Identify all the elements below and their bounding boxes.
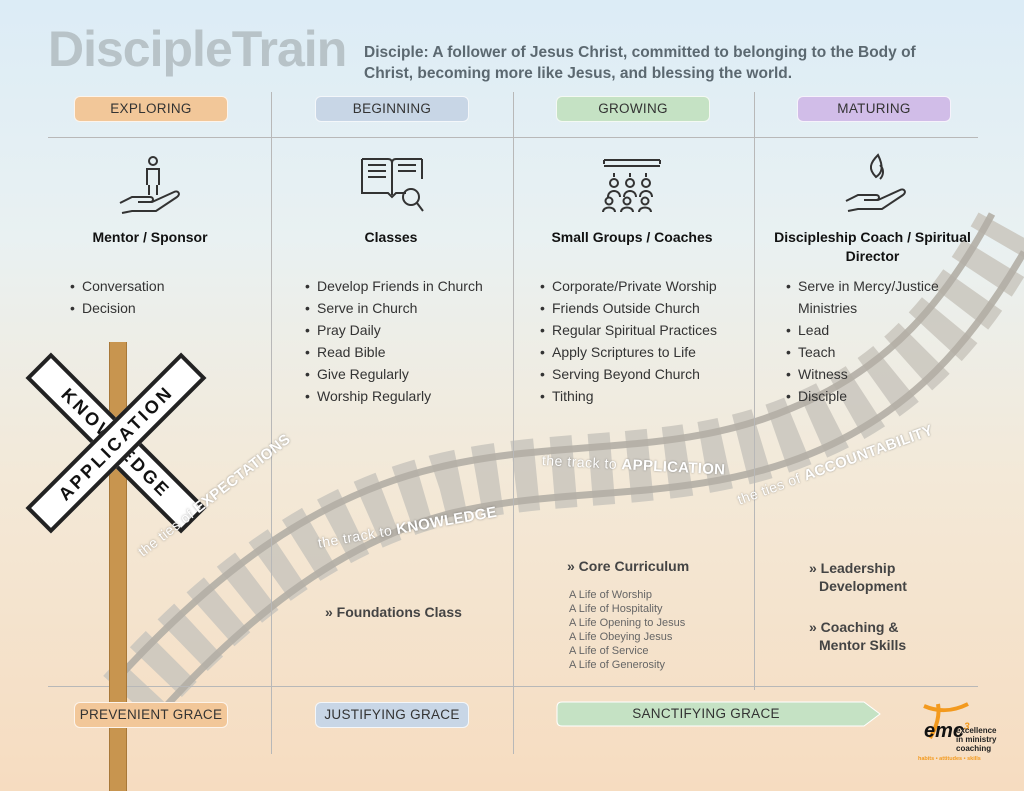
disciple-definition: Disciple: A follower of Jesus Christ, co… bbox=[364, 44, 916, 82]
stage-pill-maturing: MATURING bbox=[797, 96, 951, 122]
logo-tagline: habits • attitudes • skills bbox=[918, 756, 981, 762]
practices-list-beginning: Develop Friends in Church Serve in Churc… bbox=[305, 275, 510, 407]
role-title-exploring: Mentor / Sponsor bbox=[92, 229, 208, 245]
practices-list-maturing: Serve in Mercy/Justice Ministries Lead T… bbox=[786, 275, 966, 407]
list-item: Serving Beyond Church bbox=[540, 363, 750, 385]
role-title-maturing: Discipleship Coach / Spiritual Director bbox=[774, 229, 971, 264]
list-item: A Life of Generosity bbox=[569, 659, 665, 671]
list-item: Apply Scriptures to Life bbox=[540, 341, 750, 363]
list-item: A Life of Service bbox=[569, 645, 649, 657]
hand-flame-icon bbox=[844, 151, 908, 213]
stage-pill-growing: GROWING bbox=[556, 96, 710, 122]
practices-list-exploring: Conversation Decision bbox=[70, 275, 260, 319]
list-item: Regular Spiritual Practices bbox=[540, 319, 750, 341]
list-item: Tithing bbox=[540, 385, 750, 407]
list-item: Disciple bbox=[786, 385, 966, 407]
list-item: A Life of Hospitality bbox=[569, 603, 663, 615]
list-item: Read Bible bbox=[305, 341, 510, 363]
book-magnifier-icon bbox=[359, 153, 425, 217]
practices-list-growing: Corporate/Private Worship Friends Outsid… bbox=[540, 275, 750, 407]
core-curriculum-list: A Life of Worship A Life of Hospitality … bbox=[569, 588, 685, 672]
role-title-growing: Small Groups / Coaches bbox=[551, 229, 713, 245]
list-item: A Life of Worship bbox=[569, 589, 652, 601]
list-item: Worship Regularly bbox=[305, 385, 510, 407]
leadership-development: » Leadership Development bbox=[809, 560, 907, 594]
column-divider bbox=[271, 92, 272, 754]
list-item: A Life Obeying Jesus bbox=[569, 631, 673, 643]
list-item: Witness bbox=[786, 363, 966, 385]
list-item: Serve in Church bbox=[305, 297, 510, 319]
list-item: Give Regularly bbox=[305, 363, 510, 385]
list-item: Corporate/Private Worship bbox=[540, 275, 750, 297]
group-people-icon bbox=[600, 157, 664, 213]
column-divider bbox=[513, 92, 514, 754]
grace-arrow-sanctifying: SANCTIFYING GRACE bbox=[556, 701, 882, 727]
column-divider bbox=[754, 92, 755, 690]
emc-logo: emc3 excellence in ministry coaching hab… bbox=[918, 702, 1018, 772]
list-item: Lead bbox=[786, 319, 966, 341]
list-item: Serve in Mercy/Justice Ministries bbox=[786, 275, 966, 319]
list-item: Develop Friends in Church bbox=[305, 275, 510, 297]
logo-mark: emc3 bbox=[924, 720, 970, 742]
stage-pill-beginning: BEGINNING bbox=[315, 96, 469, 122]
logo-wordmark: excellence in ministry coaching bbox=[956, 726, 997, 753]
header-divider-line bbox=[48, 137, 978, 138]
coaching-mentor-skills: » Coaching & Mentor Skills bbox=[809, 619, 907, 653]
grace-pill-prevenient: PREVENIENT GRACE bbox=[74, 702, 228, 728]
brand-title: DiscipleTrain bbox=[48, 21, 347, 77]
hand-person-icon bbox=[118, 155, 184, 215]
footer-divider-line bbox=[48, 686, 978, 687]
list-item: Teach bbox=[786, 341, 966, 363]
list-item: Decision bbox=[70, 297, 260, 319]
grace-pill-justifying: JUSTIFYING GRACE bbox=[315, 702, 469, 728]
list-item: Friends Outside Church bbox=[540, 297, 750, 319]
list-item: A Life Opening to Jesus bbox=[569, 617, 686, 629]
list-item: Pray Daily bbox=[305, 319, 510, 341]
list-item: Conversation bbox=[70, 275, 260, 297]
core-curriculum: » Core Curriculum bbox=[567, 558, 690, 574]
role-title-beginning: Classes bbox=[364, 229, 418, 245]
foundations-class: » Foundations Class bbox=[325, 604, 462, 620]
stage-pill-exploring: EXPLORING bbox=[74, 96, 228, 122]
